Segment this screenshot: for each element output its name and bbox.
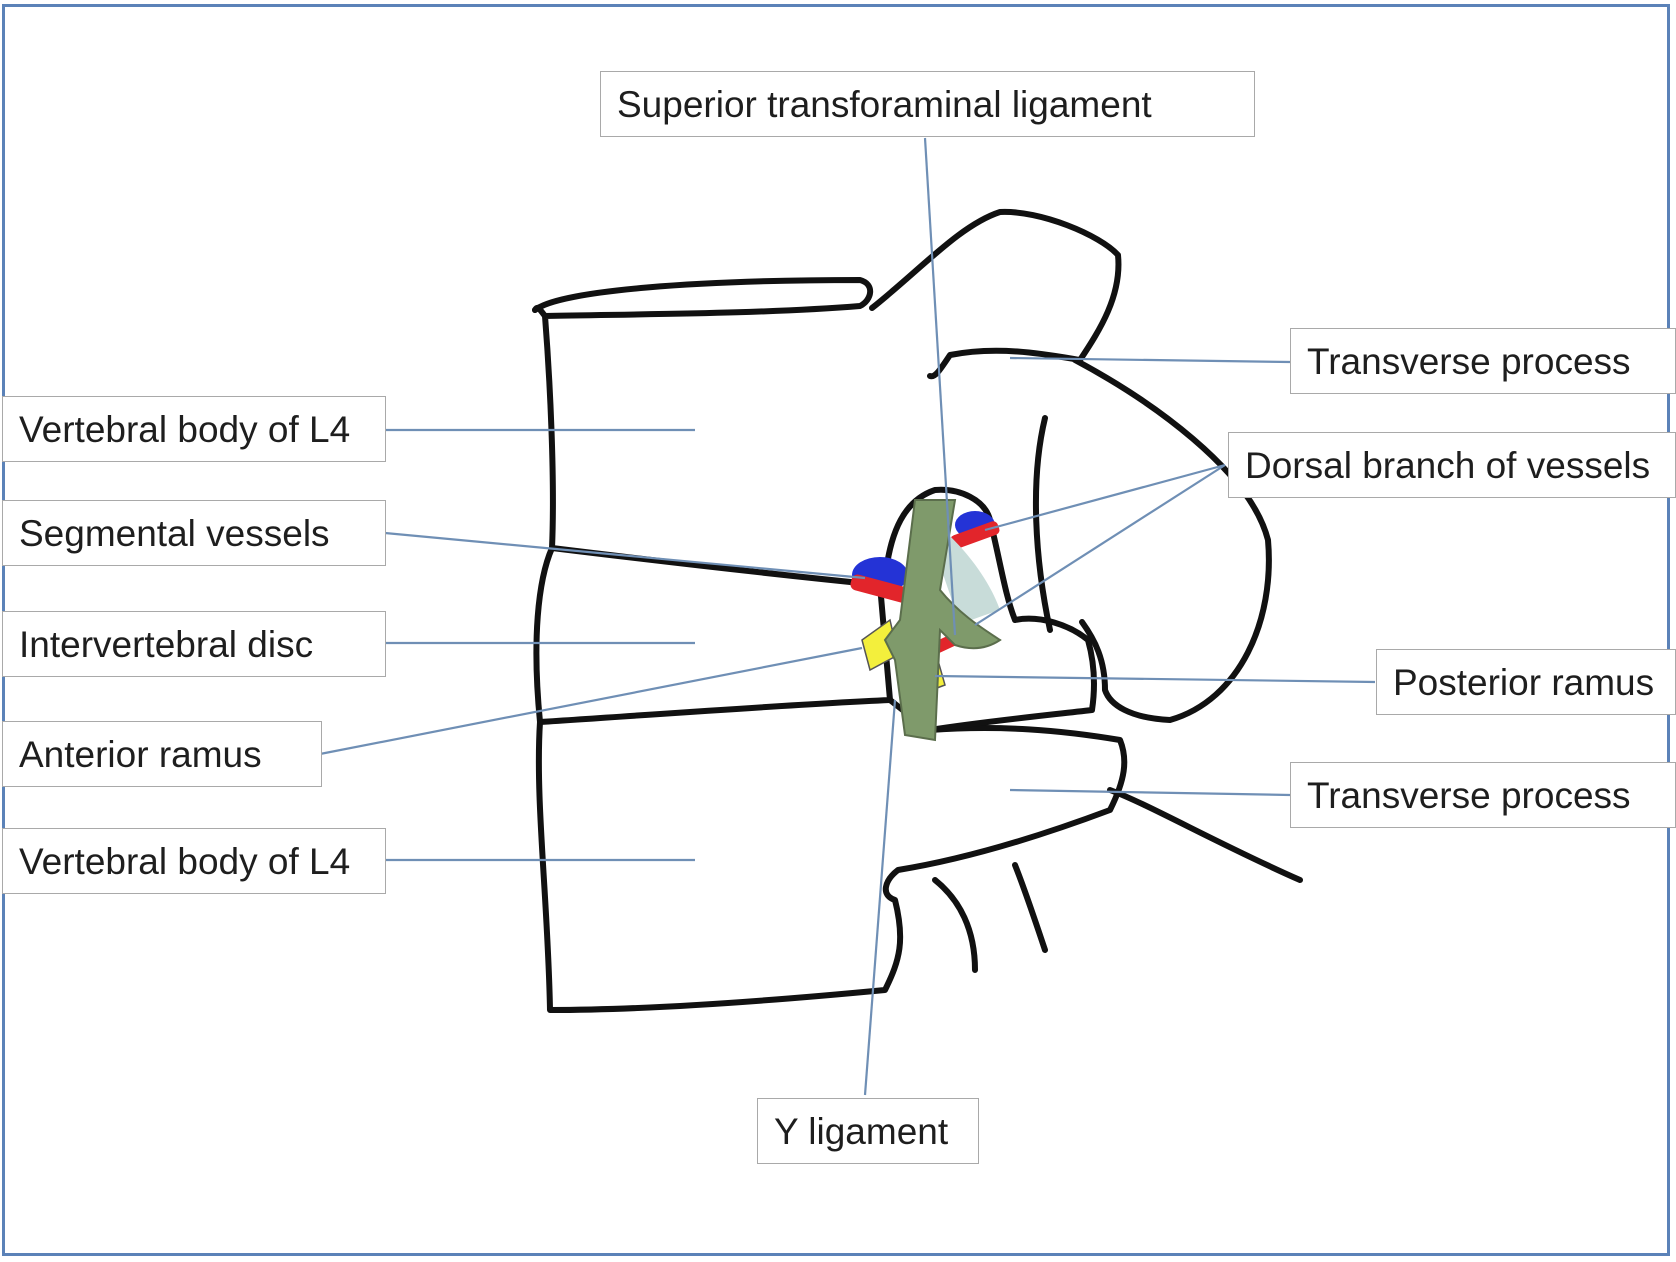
lower-vertebral-body bbox=[535, 719, 1128, 1013]
label-superior-transforaminal-ligament: Superior transforaminal ligament bbox=[600, 71, 1255, 137]
label-transverse-process-lower: Transverse process bbox=[1290, 762, 1676, 828]
label-segmental-vessels: Segmental vessels bbox=[2, 500, 386, 566]
pedicle-upper bbox=[1032, 415, 1053, 633]
label-transverse-process-upper: Transverse process bbox=[1290, 328, 1676, 394]
lower-process-1 bbox=[932, 877, 978, 973]
upper-vertebral-body bbox=[532, 277, 893, 725]
label-dorsal-branch-vessels: Dorsal branch of vessels bbox=[1228, 432, 1676, 498]
dorsal-artery bbox=[950, 521, 1000, 549]
label-intervertebral-disc: Intervertebral disc bbox=[2, 611, 386, 677]
label-vertebral-body-upper: Vertebral body of L4 bbox=[2, 396, 386, 462]
upper-transverse-process bbox=[869, 208, 1122, 380]
lower-transverse-process bbox=[1107, 787, 1303, 883]
upper-body-rim bbox=[532, 304, 548, 319]
label-posterior-ramus: Posterior ramus bbox=[1376, 649, 1676, 715]
label-y-ligament: Y ligament bbox=[757, 1098, 979, 1164]
leader-lines bbox=[319, 137, 1376, 1096]
intervertebral-disc-edge bbox=[533, 545, 555, 725]
lower-process-2 bbox=[1012, 862, 1048, 953]
label-anterior-ramus: Anterior ramus bbox=[2, 721, 322, 787]
upper-articular-process bbox=[1072, 357, 1272, 723]
foramen-outline bbox=[882, 486, 1097, 733]
label-vertebral-body-lower: Vertebral body of L4 bbox=[2, 828, 386, 894]
